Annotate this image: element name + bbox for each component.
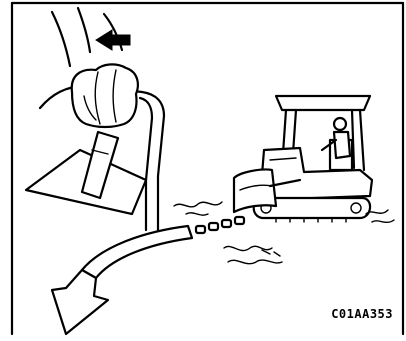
track-mark — [209, 223, 218, 230]
hand-icon — [72, 64, 138, 127]
track-mark — [235, 217, 244, 224]
figure-code: C01AA353 — [331, 307, 393, 321]
direction-arrow-icon — [96, 30, 130, 50]
movement-path-arrow-icon — [52, 217, 244, 334]
operator-icon — [322, 118, 350, 158]
track-mark — [222, 220, 231, 227]
track-mark — [196, 226, 205, 233]
